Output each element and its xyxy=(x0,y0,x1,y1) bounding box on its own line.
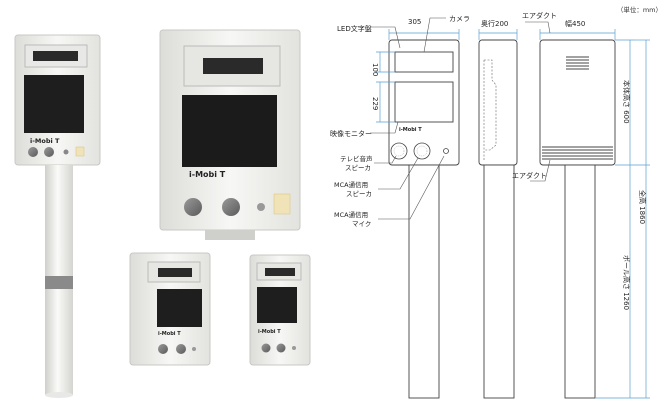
photo-device-with-pole: i-Mobi T xyxy=(14,34,101,398)
label-camera: カメラ xyxy=(449,15,470,23)
label-mca-mic-1: MCA通信用 xyxy=(334,210,368,219)
bottom-air-duct-vents xyxy=(542,146,613,160)
label-air-duct-bottom: エアダクト xyxy=(512,171,547,180)
back-width-dim: 幅450 xyxy=(565,19,585,28)
brand-logo-2: i-Mobi T xyxy=(189,170,226,179)
label-tv-speaker-1: テレビ音声 xyxy=(340,154,373,163)
back-view-drawing: 幅450 本体高さ 600 全高 1860 ポール高さ 1260 xyxy=(525,19,650,399)
side-depth-dim: 奥行200 xyxy=(481,19,508,28)
label-tv-speaker-2: スピーカ xyxy=(345,164,371,172)
pole-height-dim: ポール高さ 1260 xyxy=(622,255,631,310)
label-monitor: 映像モニター xyxy=(330,129,372,138)
front-width-dim: 305 xyxy=(408,18,421,26)
label-led: LED文字盤 xyxy=(337,24,372,33)
label-mca-speaker-2: スピーカ xyxy=(346,190,372,198)
photo-device-angle-left: i-Mobi T xyxy=(129,252,211,366)
label-mca-speaker-1: MCA通信用 xyxy=(334,180,368,189)
brand-logo-1: i-Mobi T xyxy=(30,137,60,145)
label-mca-mic-2: マイク xyxy=(352,220,371,228)
front-view-drawing: i-Mobi T 305 100 229 xyxy=(370,17,460,399)
side-view-drawing: 奥行200 xyxy=(478,19,518,399)
front-brand: i-Mobi T xyxy=(399,127,422,133)
brand-logo-3: i-Mobi T xyxy=(158,331,181,337)
photo-device-angle-right: i-Mobi T xyxy=(249,254,311,366)
led-height-dim: 100 xyxy=(371,63,379,76)
label-air-duct-top: エアダクト xyxy=(522,11,557,20)
brand-logo-4: i-Mobi T xyxy=(258,329,281,335)
unit-note: （単位：mm） xyxy=(616,6,662,14)
monitor-height-dim: 229 xyxy=(371,97,379,110)
body-height-dim: 本体高さ 600 xyxy=(622,80,631,124)
total-height-dim: 全高 1860 xyxy=(638,190,647,224)
photo-device-closeup: i-Mobi T xyxy=(159,29,301,240)
top-air-duct-vents xyxy=(566,56,589,70)
